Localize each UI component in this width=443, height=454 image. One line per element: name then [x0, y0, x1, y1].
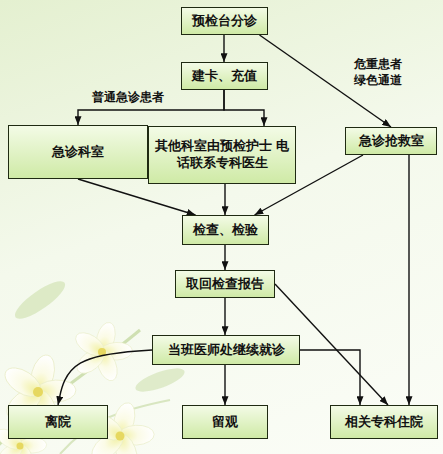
flow-arrow [78, 179, 196, 215]
box-text: 急诊抢救室 [355, 133, 428, 150]
box-text: 预检台分诊 [188, 13, 261, 30]
flow-arrow [78, 90, 224, 125]
box-text: 取回检查报告 [182, 276, 268, 293]
process-box: 离院 [8, 405, 108, 439]
process-box: 取回检查报告 [175, 270, 275, 298]
flow-arrow [224, 245, 225, 270]
process-box: 建卡、充值 [181, 62, 268, 90]
process-box: 急诊抢救室 [345, 127, 437, 155]
box-text: 相关专科住院 [341, 414, 427, 431]
flow-arrow [58, 350, 152, 405]
box-text: 离院 [41, 414, 75, 431]
process-box: 其他科室由预检护士 电话联系专科医生 [148, 126, 296, 184]
process-box: 相关专科住院 [330, 405, 438, 439]
process-box: 检查、检验 [182, 215, 269, 245]
flow-arrow [224, 184, 225, 215]
flow-arrow [224, 90, 264, 126]
process-box: 急诊科室 [8, 125, 148, 179]
flow-arrow [224, 365, 225, 405]
process-box: 留观 [182, 405, 268, 439]
box-text: 建卡、充值 [188, 68, 261, 85]
flow-arrow [408, 155, 409, 405]
edge-label: 危重患者 绿色通道 [352, 56, 404, 88]
process-box: 当班医师处继续就诊 [152, 335, 300, 365]
box-text: 当班医师处继续就诊 [164, 342, 289, 359]
flow-arrow [223, 35, 224, 62]
edge-label: 普通急诊患者 [92, 89, 164, 105]
flow-arrow [300, 350, 360, 405]
box-text: 其他科室由预检护士 电话联系专科医生 [149, 138, 295, 172]
flow-arrow [224, 298, 225, 335]
box-text: 检查、检验 [189, 222, 262, 239]
box-text: 留观 [208, 414, 242, 431]
box-text: 急诊科室 [48, 144, 108, 161]
process-box: 预检台分诊 [181, 7, 268, 35]
